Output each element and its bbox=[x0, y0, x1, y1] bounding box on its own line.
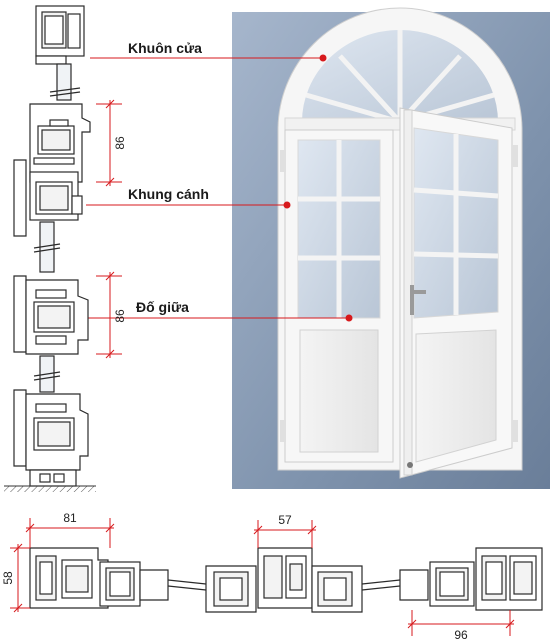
dim-horizontal-center: 57 bbox=[278, 513, 292, 527]
dim-vertical-top: 86 bbox=[113, 136, 127, 150]
dim-horizontal-right: 96 bbox=[454, 628, 468, 642]
callout-dot-sash bbox=[283, 201, 291, 209]
label-frame: Khuôn cửa bbox=[128, 40, 202, 56]
horizontal-section-profile bbox=[29, 547, 543, 613]
callout-dot-frame bbox=[319, 54, 327, 62]
callout-dot-mullion bbox=[345, 314, 353, 322]
horizontal-dimensions bbox=[10, 518, 515, 636]
label-sash: Khung cánh bbox=[128, 186, 209, 202]
ground-hatch bbox=[4, 486, 96, 492]
dim-horizontal-left-height: 58 bbox=[1, 571, 15, 585]
label-mullion: Đố giữa bbox=[136, 299, 189, 315]
vertical-dimensions bbox=[96, 99, 122, 359]
left-sash bbox=[280, 129, 394, 463]
right-sash bbox=[399, 107, 518, 479]
dim-vertical-mid: 86 bbox=[113, 309, 127, 323]
arched-door bbox=[277, 7, 523, 479]
vertical-section-profile bbox=[13, 5, 91, 487]
callouts bbox=[82, 54, 353, 322]
dim-horizontal-left: 81 bbox=[63, 511, 77, 525]
door-handle bbox=[410, 285, 414, 315]
